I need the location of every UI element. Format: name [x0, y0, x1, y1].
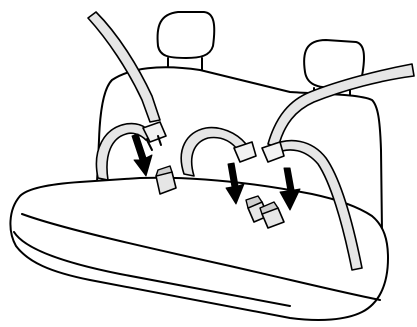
seat-cushion: [9, 176, 389, 321]
insert-arrow-right: [279, 167, 301, 211]
latch-plate-left: [142, 121, 167, 151]
insert-arrow-center: [225, 162, 245, 205]
latch-plate-center: [233, 141, 257, 163]
buckle-center-pair: [245, 195, 285, 229]
insert-arrow-left: [131, 133, 153, 177]
buckle-left: [155, 165, 177, 195]
latch-plate-right: [261, 141, 285, 163]
headrest-left: [156, 11, 216, 71]
